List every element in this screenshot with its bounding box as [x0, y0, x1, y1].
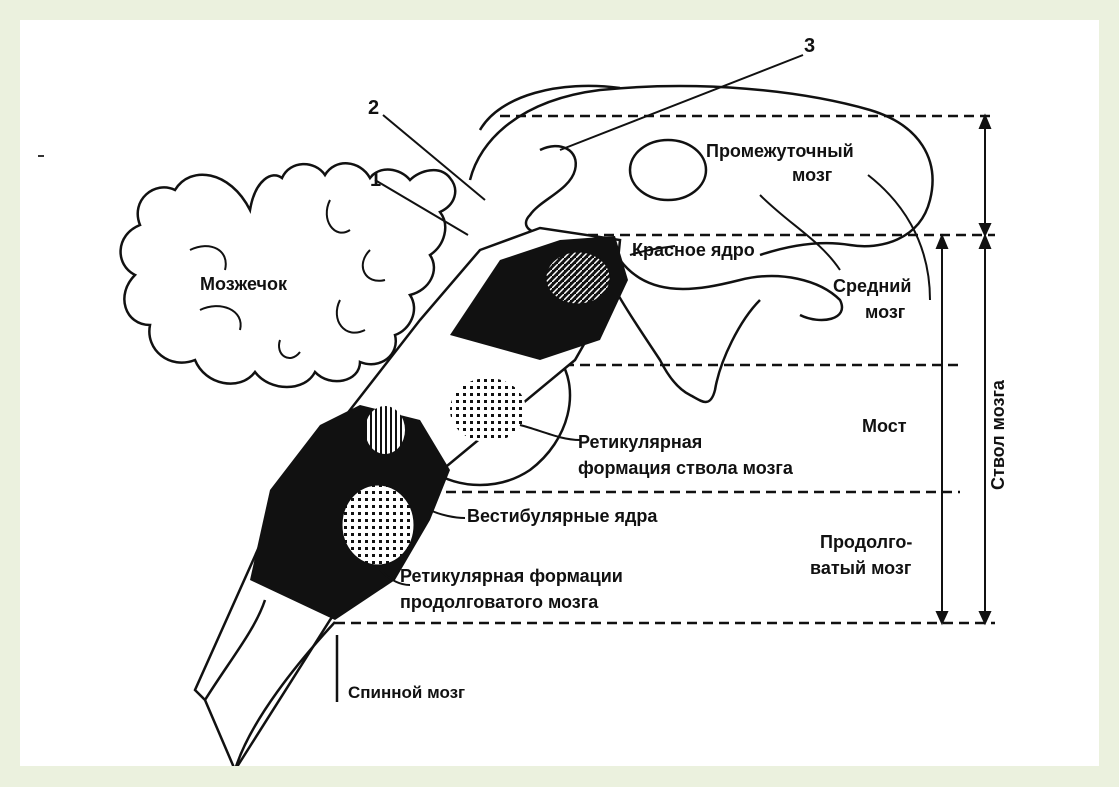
upper-arc	[480, 86, 620, 130]
label-brainstem-rf-1: Ретикулярная	[578, 432, 702, 452]
leader-diencephalon	[760, 195, 840, 270]
label-spinal-cord: Спинной мозг	[348, 683, 465, 702]
thalamus-oval	[630, 140, 706, 200]
callout-1: 1	[370, 169, 381, 191]
label-cerebellum: Мозжечок	[200, 274, 288, 294]
label-vestibular-nuclei: Вестибулярные ядра	[467, 506, 658, 526]
label-diencephalon-1: Промежуточный	[706, 141, 854, 161]
brainstem-rf-grid	[450, 378, 526, 442]
label-medulla-rf-2: продолговатого мозга	[400, 592, 599, 612]
label-midbrain-2: мозг	[865, 302, 906, 322]
label-medulla-2: ватый мозг	[810, 558, 912, 578]
label-midbrain-1: Средний	[833, 276, 911, 296]
figure-card: 1 2 3 Мозжечок Промежуточный мозг Красно…	[20, 20, 1099, 766]
label-brainstem: Ствол мозга	[988, 379, 1008, 490]
medulla-rf-grid	[342, 485, 414, 565]
leader-brainstem-rf	[520, 425, 580, 440]
label-medulla-rf-1: Ретикулярная формации	[400, 566, 623, 586]
wavy-top	[526, 146, 576, 232]
label-brainstem-rf-2: формация ствола мозга	[578, 458, 794, 478]
label-red-nucleus: Красное ядро	[632, 240, 755, 260]
extent-arrows	[937, 116, 990, 623]
leader-vestibular	[430, 510, 465, 518]
label-pons: Мост	[862, 416, 907, 436]
red-nucleus-hatch	[546, 252, 610, 304]
vestibular-hatch	[365, 406, 405, 454]
leader-3	[560, 55, 803, 150]
callout-2: 2	[368, 97, 379, 119]
label-diencephalon-2: мозг	[792, 165, 833, 185]
callout-3: 3	[804, 35, 815, 57]
midbrain-outline	[610, 260, 842, 402]
stray-dash-mark	[38, 155, 44, 157]
label-medulla-1: Продолго-	[820, 532, 912, 552]
brainstem-diagram: 1 2 3 Мозжечок Промежуточный мозг Красно…	[20, 20, 1099, 766]
